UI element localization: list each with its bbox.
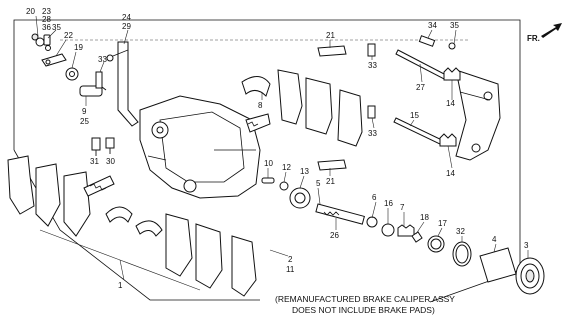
callout-35: 35	[450, 21, 459, 30]
adjuster-hub	[289, 187, 311, 209]
callout-12: 12	[282, 163, 291, 172]
callout-33: 33	[368, 129, 377, 138]
brake-pads-lower-right	[165, 213, 257, 297]
callout-35: 35	[52, 23, 61, 32]
callout-31: 31	[90, 157, 99, 166]
brake-pads-lower-left	[7, 155, 91, 237]
adjuster-spindle	[315, 203, 365, 225]
callout-19: 19	[74, 43, 83, 52]
callout-30: 30	[106, 157, 115, 166]
pin-and-washer	[261, 177, 289, 191]
callout-29: 29	[122, 22, 131, 31]
bleeder-screw-cluster	[31, 33, 51, 51]
caliper-body	[139, 95, 261, 199]
callout-14: 14	[446, 99, 455, 108]
callout-36: 36	[42, 23, 51, 32]
caliper-mounting-bracket	[455, 69, 501, 161]
callout-4: 4	[492, 235, 497, 244]
piston-and-boot	[479, 247, 545, 295]
leader-lines	[35, 15, 529, 291]
callout-24: 24	[122, 13, 131, 22]
callout-labels: 20 23 28 36 35 22 19 24 29 33 9 25 31 30…	[26, 7, 529, 290]
footnote-line-2: DOES NOT INCLUDE BRAKE PADS)	[292, 305, 435, 315]
callout-8: 8	[258, 101, 263, 110]
footnote-line-1: (REMANUFACTURED BRAKE CALIPER ASSY	[275, 294, 455, 304]
pad-shims-lower	[105, 206, 163, 237]
pin-boots	[439, 67, 461, 147]
direction-label: FR.	[527, 34, 540, 43]
callout-33: 33	[368, 61, 377, 70]
callout-26: 26	[330, 231, 339, 240]
callout-3: 3	[524, 241, 529, 250]
callout-15: 15	[410, 111, 419, 120]
pad-shim-upper	[241, 76, 271, 97]
callout-32: 32	[456, 227, 465, 236]
footnote: (REMANUFACTURED BRAKE CALIPER ASSY DOES …	[275, 294, 455, 315]
callout-25: 25	[80, 117, 89, 126]
callout-23: 23	[42, 7, 51, 16]
callout-22: 22	[64, 31, 73, 40]
small-bolts	[91, 137, 115, 156]
callout-34: 34	[428, 21, 437, 30]
callout-21: 21	[326, 31, 335, 40]
callout-5: 5	[316, 179, 321, 188]
arrow-icon	[541, 23, 562, 38]
parking-brake-cable-bracket	[106, 41, 139, 127]
anti-rattle-shim-lower	[317, 159, 347, 171]
callout-14: 14	[446, 169, 455, 178]
callout-17: 17	[438, 219, 447, 228]
callout-16: 16	[384, 199, 393, 208]
callout-33: 33	[98, 55, 107, 64]
callout-11: 11	[286, 265, 295, 274]
callout-1: 1	[118, 281, 123, 290]
anti-rattle-shim-upper	[317, 45, 347, 57]
callout-28: 28	[42, 15, 51, 24]
caliper-pin-bracket	[41, 53, 67, 67]
callout-2: 2	[288, 255, 293, 264]
callout-27: 27	[416, 83, 425, 92]
callout-21: 21	[326, 177, 335, 186]
callout-18: 18	[420, 213, 429, 222]
callout-10: 10	[264, 159, 273, 168]
washer-part	[65, 67, 79, 81]
callout-6: 6	[372, 193, 377, 202]
brake-pads-upper	[277, 69, 363, 147]
adjuster-washers	[366, 216, 415, 237]
callout-13: 13	[300, 167, 309, 176]
forward-direction-indicator: FR.	[527, 23, 562, 43]
guide-bolts	[95, 43, 376, 119]
piston-seals	[411, 231, 472, 267]
callout-20: 20	[26, 7, 35, 16]
callout-9: 9	[82, 107, 87, 116]
pad-shim-lower	[83, 175, 115, 197]
callout-7: 7	[400, 203, 405, 212]
pad-clip	[245, 113, 271, 133]
guide-pins	[393, 35, 456, 147]
